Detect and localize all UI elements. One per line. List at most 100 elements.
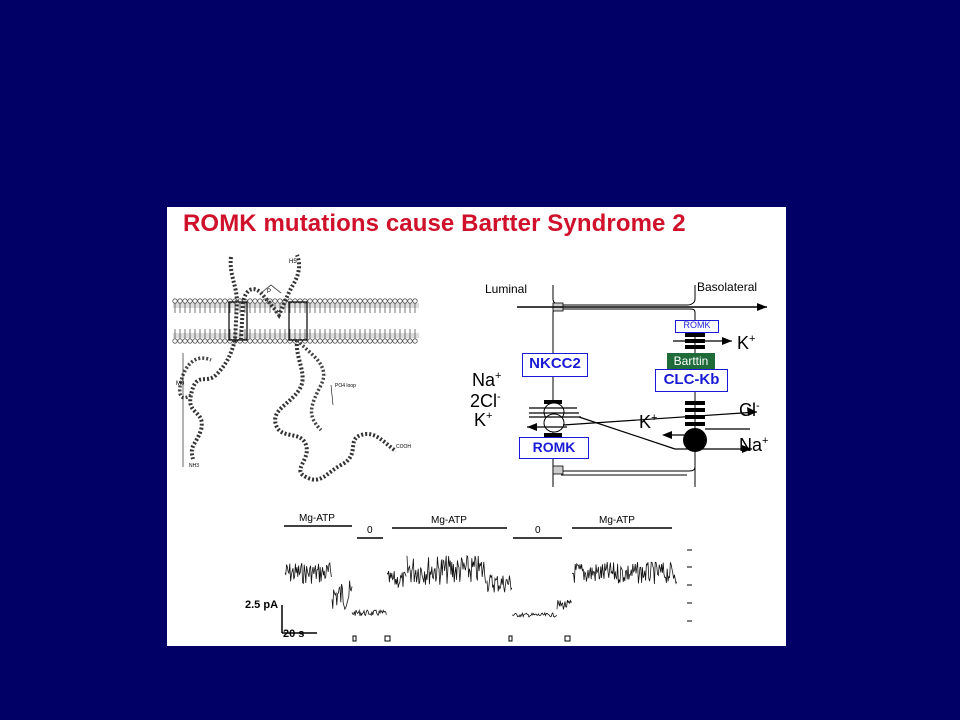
lipid-head [257, 338, 263, 344]
ion-cl-right-charge: - [756, 400, 760, 412]
lipid-head [377, 298, 383, 304]
lipid-head [277, 338, 283, 344]
scale-time-label: 20 s [283, 628, 305, 640]
clc-kb-box: CLC-Kb [655, 369, 728, 392]
lipid-head [172, 338, 178, 344]
lipid-head [262, 338, 268, 344]
lipid-head [382, 298, 388, 304]
lipid-head [197, 338, 203, 344]
lipid-head [272, 338, 278, 344]
lipid-head [257, 298, 263, 304]
label-p: P [267, 289, 271, 295]
lipid-head [252, 298, 258, 304]
barttin-box: Barttin [667, 353, 715, 370]
lipid-head [337, 338, 343, 344]
single-channel-trace [281, 525, 692, 642]
ion-na-right: Na+ [739, 435, 768, 456]
lipid-head [332, 298, 338, 304]
trace-segment [331, 580, 353, 611]
lipid-head [362, 338, 368, 344]
trace-segment [512, 611, 558, 618]
ion-cl-left-text: 2Cl [470, 391, 498, 411]
trace-segment [284, 561, 332, 585]
lipid-head [217, 338, 223, 344]
lipid-head [362, 298, 368, 304]
lipid-head [357, 338, 363, 344]
basolateral-label: Basolateral [697, 280, 758, 294]
condition-label-5: Mg-ATP [599, 515, 635, 526]
ion-k-left-text: K [474, 410, 487, 430]
lipid-head [212, 338, 218, 344]
lipid-head [192, 338, 198, 344]
lipid-head [192, 298, 198, 304]
luminal-label: Luminal [485, 282, 528, 296]
nkcc2-box: NKCC2 [522, 353, 588, 377]
ion-na-left-charge: + [495, 370, 502, 382]
lipid-head [357, 298, 363, 304]
ion-na-right-charge: + [762, 435, 769, 447]
ion-na-left: Na+ [472, 370, 501, 391]
ion-k-right-top-charge: + [749, 333, 756, 345]
lipid-head [322, 298, 328, 304]
figure-panel: ROMK mutations cause Bartter Syndrome 2 … [167, 207, 786, 646]
protein-chain [188, 254, 398, 482]
lipid-head [312, 298, 318, 304]
lipid-head [412, 298, 418, 304]
label-nh3: NH3 [189, 463, 199, 469]
lipid-head [282, 338, 288, 344]
lipid-head [202, 338, 208, 344]
lipid-head [187, 298, 193, 304]
romk-basolateral-box: ROMK [675, 320, 719, 333]
lipid-head [207, 338, 213, 344]
ion-k-left: K+ [474, 410, 492, 431]
lipid-head [197, 298, 203, 304]
lipid-head [182, 298, 188, 304]
lipid-head [322, 338, 328, 344]
label-cooh: COOH [396, 444, 411, 450]
trace-segment [486, 574, 513, 593]
lipid-head [352, 298, 358, 304]
lipid-head [187, 338, 193, 344]
lipid-head [372, 298, 378, 304]
lipid-head [312, 338, 318, 344]
lipid-head [387, 298, 393, 304]
lipid-head [222, 338, 228, 344]
lipid-head [387, 338, 393, 344]
lipid-head [182, 338, 188, 344]
lipid-head [347, 338, 353, 344]
lipid-head [212, 298, 218, 304]
lipid-head [407, 298, 413, 304]
lipid-head [407, 338, 413, 344]
lipid-head [342, 298, 348, 304]
lipid-head [317, 338, 323, 344]
lipid-head [247, 298, 253, 304]
ion-cl-right-text: Cl [739, 400, 756, 420]
lipid-head [337, 298, 343, 304]
ion-na-right-text: Na [739, 435, 763, 455]
ion-k-left-charge: + [486, 410, 493, 422]
lipid-head [247, 338, 253, 344]
lipid-head [317, 298, 323, 304]
condition-label-4: 0 [535, 525, 541, 536]
lipid-head [307, 338, 313, 344]
lipid-head [177, 338, 183, 344]
lipid-head [272, 298, 278, 304]
trace-segment [351, 608, 387, 617]
lipid-head [392, 338, 398, 344]
lipid-head [347, 298, 353, 304]
ion-k-right-mid: K+ [639, 412, 657, 433]
lipid-head [377, 338, 383, 344]
lipid-head [397, 298, 403, 304]
lipid-head [402, 298, 408, 304]
lipid-head [177, 298, 183, 304]
lipid-head [372, 338, 378, 344]
label-m0: M0 [176, 381, 185, 387]
lipid-head [342, 338, 348, 344]
lipid-head [217, 298, 223, 304]
lipid-head [307, 298, 313, 304]
ion-k-right-mid-charge: + [651, 412, 658, 424]
lipid-head [252, 338, 258, 344]
condition-label-1: Mg-ATP [299, 513, 335, 524]
trace-segment [406, 554, 487, 585]
lipid-head [172, 298, 178, 304]
